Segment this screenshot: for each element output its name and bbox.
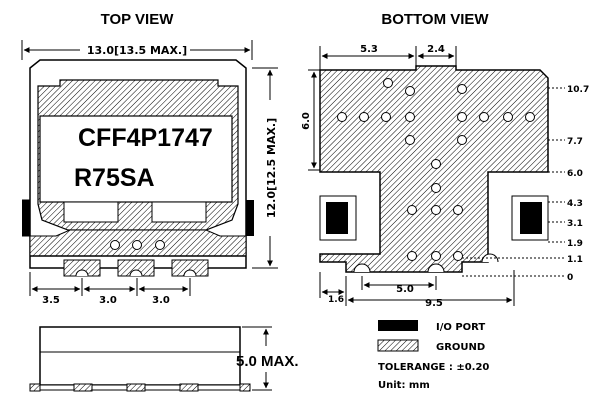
bottom-bottom-dimensions: 5.0 9.5 1.6 xyxy=(319,270,515,309)
ordinate-1-1: 1.1 xyxy=(567,255,583,265)
top-hole-3 xyxy=(155,240,165,250)
ordinate-3-1: 3.1 xyxy=(567,219,583,229)
bottom-right-dimensions xyxy=(462,87,565,277)
bottom-view-title: BOTTOM VIEW xyxy=(381,11,489,28)
top-pitch-dimensions: 3.5 3.0 3.0 xyxy=(29,272,191,306)
top-hole-2 xyxy=(132,240,142,250)
top-height-label: 12.0[12.5 MAX.] xyxy=(265,118,278,218)
dim-2-4: 2.4 xyxy=(427,44,445,55)
dim-5-3: 5.3 xyxy=(360,44,378,55)
top-hole-1 xyxy=(110,240,120,250)
top-view-title: TOP VIEW xyxy=(101,11,175,28)
ordinate-4-3: 4.3 xyxy=(567,199,583,209)
ordinate-7-7: 7.7 xyxy=(567,137,583,147)
ordinate-6-0: 6.0 xyxy=(567,169,583,179)
top-view-package: CFF4P1747 R75SA xyxy=(22,59,254,277)
io-port-swatch xyxy=(378,320,418,331)
bottom-view-package xyxy=(319,65,549,273)
pitch-label-1: 3.5 xyxy=(42,295,60,306)
io-port-label: I/O PORT xyxy=(436,322,485,333)
dim-6-0-left: 6.0 xyxy=(301,112,312,130)
bottom-top-dimensions: 5.3 2.4 xyxy=(319,44,457,72)
label-plate xyxy=(39,115,233,203)
left-io-tab xyxy=(22,200,30,236)
unit-note: Unit: mm xyxy=(378,380,430,391)
pitch-label-2: 3.0 xyxy=(99,295,117,306)
marking-line2: R75SA xyxy=(74,164,155,192)
dim-5-0: 5.0 xyxy=(396,284,414,295)
dim-9-5: 9.5 xyxy=(425,298,443,309)
side-view-package xyxy=(29,326,251,392)
bottom-io-pad-right xyxy=(520,202,542,234)
dim-1-6: 1.6 xyxy=(328,295,344,305)
ground-plane xyxy=(319,65,549,273)
pitch-label-3: 3.0 xyxy=(152,295,170,306)
ground-label: GROUND xyxy=(436,342,485,353)
legend: I/O PORT GROUND TOLERANGE : ±0.20 Unit: … xyxy=(377,320,489,391)
top-width-dimension: 13.0[13.5 MAX.] xyxy=(21,40,253,60)
via-holes xyxy=(337,78,535,261)
tolerance-note: TOLERANGE : ±0.20 xyxy=(378,362,489,373)
right-io-tab xyxy=(246,200,254,236)
bottom-right-labels: 10.7 7.7 6.0 4.3 3.1 1.9 1.1 0 xyxy=(567,85,589,283)
top-width-label: 13.0[13.5 MAX.] xyxy=(87,44,187,57)
ordinate-10-7: 10.7 xyxy=(567,85,589,95)
ordinate-0: 0 xyxy=(567,273,573,283)
ground-swatch xyxy=(377,339,419,352)
side-height-label: 5.0 MAX. xyxy=(236,353,299,370)
top-height-dimension: 12.0[12.5 MAX.] xyxy=(252,67,278,269)
ordinate-1-9: 1.9 xyxy=(567,239,583,249)
marking-line1: CFF4P1747 xyxy=(78,124,213,152)
side-height-dimension: 5.0 MAX. xyxy=(236,326,299,391)
bottom-io-pad-left xyxy=(326,202,348,234)
